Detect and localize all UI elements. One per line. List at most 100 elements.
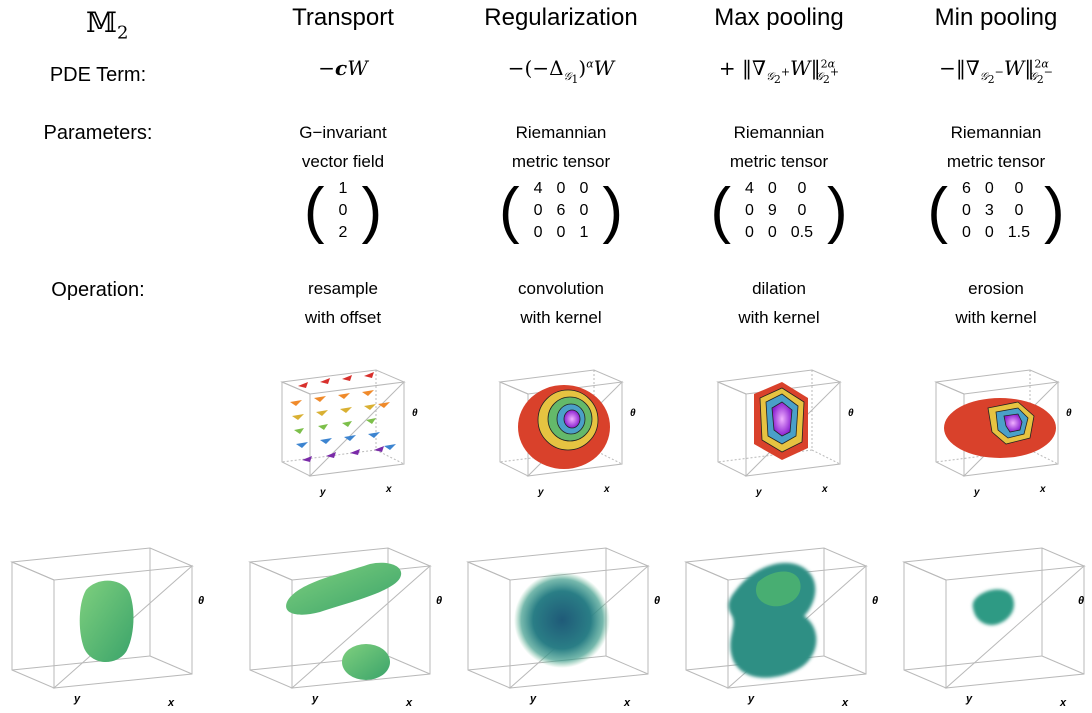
- matrix-cell: 0: [556, 180, 566, 197]
- axis-label-x: x: [405, 697, 413, 709]
- vector-transport: ( 1 ) 0 2: [233, 178, 453, 244]
- axis-label-x: x: [841, 697, 849, 709]
- param-text-regularization: Riemannian metric tensor: [511, 123, 611, 171]
- matrix-min-pooling: ( 6 0 0 ) 0 3 0 0 0 1.5: [886, 178, 1092, 244]
- axis-label-theta: θ: [1066, 408, 1072, 419]
- operation-transport: resample with offset: [304, 279, 382, 327]
- matrix-cell: 0: [533, 202, 543, 219]
- left-paren: (: [498, 176, 520, 245]
- arrow-layer-orange: [290, 390, 390, 408]
- arrow-layer-green: [294, 418, 376, 434]
- axis-label-theta: θ: [436, 595, 442, 607]
- pde-term-min-pooling: −‖∇𝒢2−W‖2α𝒢2−: [939, 56, 1053, 87]
- vector-field-plot: θ x y: [280, 369, 418, 498]
- volume-blob: [79, 580, 134, 663]
- operation-regularization: convolution with kernel: [517, 279, 604, 327]
- matrix-cell: 1: [338, 180, 348, 197]
- matrix-cell: 0: [797, 202, 807, 219]
- matrix-cell: 0: [984, 180, 994, 197]
- axis-label-x: x: [603, 484, 610, 495]
- param-text-transport: G−invariant vector field: [299, 123, 387, 171]
- param-text-max-pooling: Riemannian metric tensor: [729, 123, 829, 171]
- column-title-max-pooling: Max pooling: [714, 4, 844, 31]
- row-label-parameters: Parameters:: [43, 122, 153, 144]
- manifold-label: 𝕄2: [86, 6, 129, 44]
- row-label-pde: PDE Term:: [49, 64, 147, 86]
- regularization-kernel-plot: θ x y: [498, 369, 636, 498]
- column-title-transport: Transport: [292, 4, 394, 31]
- right-paren: ): [361, 176, 383, 245]
- input-volume-plot: θ x y: [10, 547, 204, 709]
- matrix-cell: 0: [579, 180, 589, 197]
- axis-label-theta: θ: [654, 595, 660, 607]
- axis-label-y: y: [319, 487, 326, 498]
- level-set: [1003, 413, 1023, 433]
- arrow-layer-purple: [302, 446, 384, 462]
- param-text-min-pooling: Riemannian metric tensor: [946, 123, 1046, 171]
- left-paren: (: [303, 176, 325, 245]
- right-paren: ): [1044, 176, 1065, 245]
- matrix-cell: 0: [744, 224, 754, 241]
- left-paren: (: [710, 176, 731, 245]
- regularization-volume-plot: θ x y: [466, 547, 660, 709]
- matrix-cell: 0: [556, 224, 566, 241]
- matrix-cell: 0: [579, 202, 589, 219]
- matrix-cell: 0: [984, 224, 994, 241]
- axis-label-theta: θ: [848, 408, 854, 419]
- matrix-max-pooling: ( 4 0 0 ) 0 9 0 0 0 0.5: [669, 178, 889, 244]
- matrix-cell: 0: [961, 224, 971, 241]
- axis-label-theta: θ: [872, 595, 878, 607]
- arrow-layer-yellow: [292, 404, 376, 420]
- axis-label-theta: θ: [1078, 595, 1084, 607]
- matrix-cell: 0: [767, 180, 777, 197]
- axis-label-theta: θ: [198, 595, 204, 607]
- level-set: [563, 409, 581, 429]
- axis-label-y: y: [973, 487, 980, 498]
- volume-blob: [286, 562, 402, 615]
- axis-label-y: y: [73, 693, 81, 705]
- arrow-layer-red: [298, 372, 374, 388]
- volume-blob: [972, 589, 1015, 626]
- transport-volume-plot: θ x y: [248, 547, 442, 709]
- matrix-cell: 0: [1014, 202, 1024, 219]
- matrix-cell: 0: [338, 202, 348, 219]
- axis-label-y: y: [529, 693, 537, 705]
- volume-blob: [514, 572, 610, 668]
- matrix-cell: 4: [533, 180, 543, 197]
- level-set: [771, 401, 793, 437]
- matrix-cell: 9: [767, 202, 777, 219]
- column-title-regularization: Regularization: [484, 4, 638, 31]
- matrix-cell: 0: [961, 202, 971, 219]
- min-pooling-volume-plot: θ x y: [902, 547, 1086, 709]
- matrix-cell: 1: [579, 224, 589, 241]
- matrix-cell: 0: [744, 202, 754, 219]
- axis-label-y: y: [537, 487, 544, 498]
- pde-term-max-pooling: + ‖∇𝒢2+W‖2α𝒢2+: [718, 56, 840, 87]
- axis-label-x: x: [385, 484, 392, 495]
- matrix-cell: 1.5: [1007, 224, 1031, 241]
- column-title-min-pooling: Min pooling: [934, 4, 1058, 31]
- matrix-cell: 6: [961, 180, 971, 197]
- matrix-cell: 0: [797, 180, 807, 197]
- matrix-cell: 2: [338, 224, 348, 241]
- axis-label-x: x: [1059, 697, 1067, 709]
- axis-label-y: y: [965, 693, 973, 705]
- axis-label-y: y: [747, 693, 755, 705]
- axis-label-theta: θ: [412, 408, 418, 419]
- axis-label-x: x: [1039, 484, 1046, 495]
- max-pooling-kernel-plot: θ x y: [716, 369, 854, 498]
- pde-term-regularization: −(−Δ𝒢1)αW: [507, 56, 615, 87]
- axis-label-y: y: [755, 487, 762, 498]
- axis-label-x: x: [623, 697, 631, 709]
- matrix-cell: 6: [556, 202, 566, 219]
- matrix-cell: 0: [767, 224, 777, 241]
- row-label-operation: Operation:: [51, 279, 145, 301]
- matrix-cell: 0.5: [790, 224, 814, 241]
- matrix-cell: 4: [744, 180, 754, 197]
- volume-blob: [342, 644, 390, 680]
- axis-label-x: x: [821, 484, 828, 495]
- volume-highlight: [755, 571, 801, 607]
- operation-min-pooling: erosion with kernel: [955, 279, 1037, 327]
- axis-label-y: y: [311, 693, 319, 705]
- left-paren: (: [927, 176, 948, 245]
